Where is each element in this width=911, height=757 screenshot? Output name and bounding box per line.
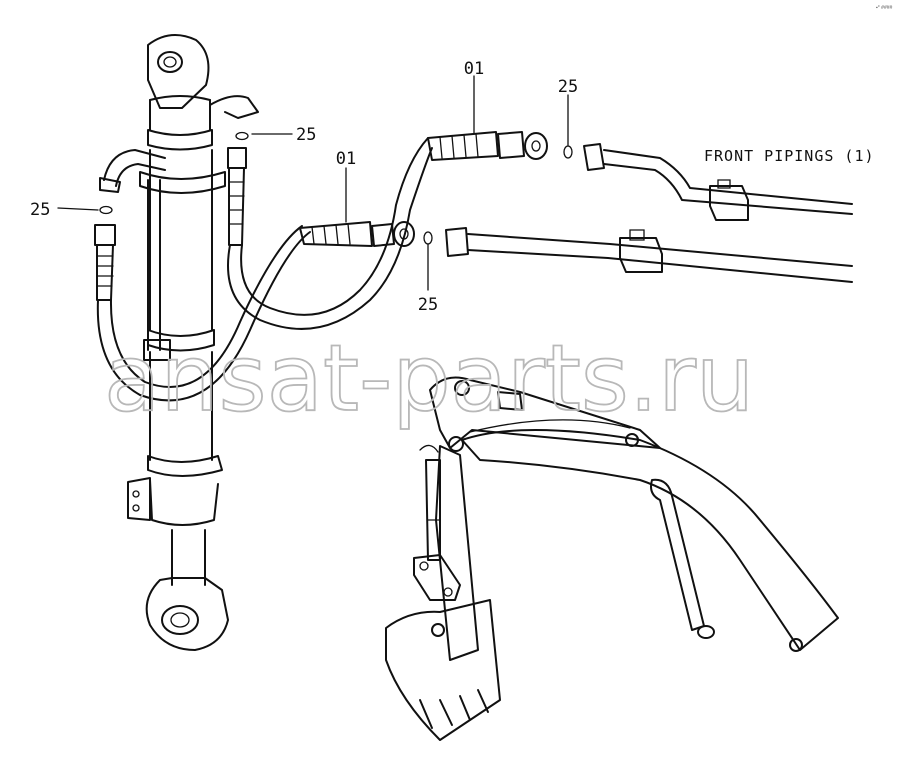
callout-01-middle: 01 [336, 149, 356, 169]
diagram-title: FRONT PIPINGS (1) [704, 147, 875, 165]
excavator-front-attachment [385, 376, 839, 741]
callout-25-top: 25 [558, 77, 578, 97]
hydraulic-hoses [96, 131, 548, 402]
corner-mark: ▪° #### [876, 5, 893, 11]
callout-01-top: 01 [464, 59, 484, 79]
boom-cylinder [99, 34, 259, 651]
watermark: ansat-parts.ru [104, 325, 754, 432]
leader-lines [57, 75, 569, 291]
front-pipes [445, 143, 853, 283]
cylinder-hose-fittings [94, 131, 249, 301]
callout-25-bottom: 25 [418, 295, 438, 315]
callout-25-left: 25 [30, 200, 50, 220]
callout-25-upper: 25 [296, 125, 316, 145]
